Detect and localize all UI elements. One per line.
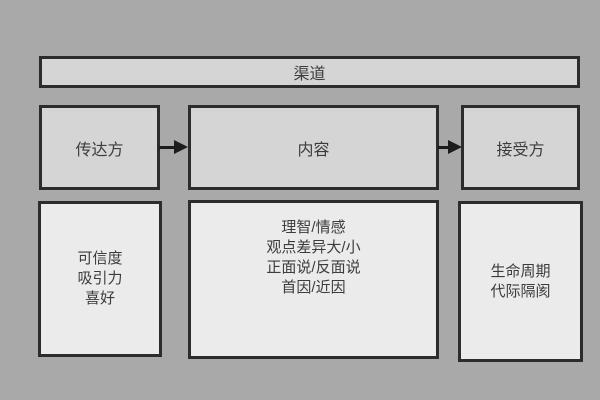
arrow-stem bbox=[438, 145, 448, 149]
receiver-factors-box: 生命周期 代际隔阂 bbox=[458, 201, 583, 362]
factor-line: 喜好 bbox=[84, 290, 115, 307]
flow-box-sender: 传达方 bbox=[39, 105, 160, 190]
sender-factors-box: 可信度 吸引力 喜好 bbox=[38, 201, 162, 357]
arrow-head-icon bbox=[448, 140, 462, 154]
content-factors-box: 理智/情感 观点差异大/小 正面说/反面说 首因/近因 bbox=[188, 200, 439, 359]
arrow-head-icon bbox=[174, 140, 188, 154]
arrow-stem bbox=[159, 145, 174, 149]
flow-box-receiver: 接受方 bbox=[461, 105, 580, 190]
factor-line: 吸引力 bbox=[77, 270, 123, 287]
channel-box: 渠道 bbox=[39, 56, 580, 88]
factor-line: 生命周期 bbox=[490, 262, 551, 280]
factor-line: 可信度 bbox=[77, 250, 123, 267]
factor-line: 观点差异大/小 bbox=[266, 239, 361, 256]
factor-line: 代际隔阂 bbox=[490, 282, 551, 300]
factor-line: 首因/近因 bbox=[281, 279, 346, 296]
channel-label: 渠道 bbox=[293, 66, 326, 83]
receiver-label: 接受方 bbox=[496, 141, 545, 159]
flow-box-content: 内容 bbox=[188, 105, 439, 190]
factor-line: 正面说/反面说 bbox=[266, 259, 361, 276]
sender-label: 传达方 bbox=[75, 141, 124, 159]
factor-line: 理智/情感 bbox=[281, 219, 346, 236]
arrow-content-to-receiver bbox=[438, 139, 462, 155]
content-label: 内容 bbox=[297, 141, 330, 159]
arrow-sender-to-content bbox=[159, 139, 188, 155]
